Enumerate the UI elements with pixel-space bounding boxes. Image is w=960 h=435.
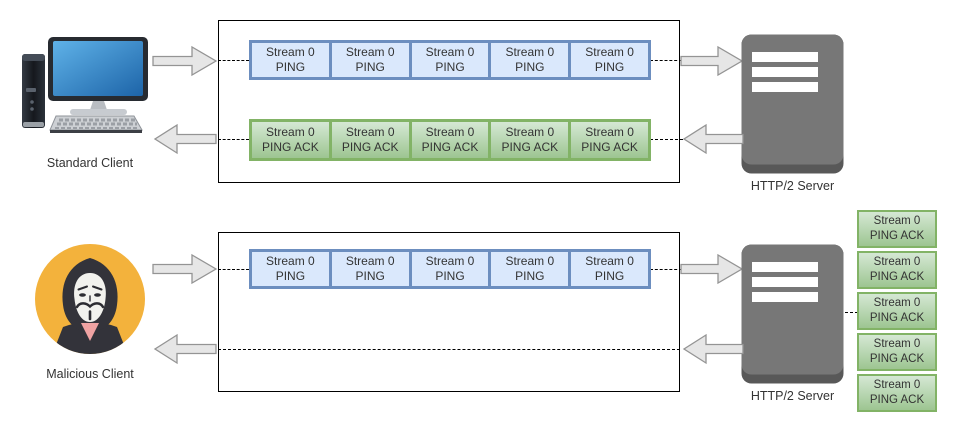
frame-line: Stream 0: [873, 379, 921, 392]
ping-frame: Stream 0 PING: [491, 252, 569, 286]
dashed-connector: [650, 269, 682, 270]
ping-ack-frame: Stream 0 PING ACK: [857, 374, 937, 412]
frame-line: PING ACK: [501, 140, 559, 154]
frame-line: Stream 0: [585, 254, 634, 269]
arrow-right-icon: [152, 44, 218, 78]
frame-line: Stream 0: [345, 45, 395, 60]
ping-ack-frame: Stream 0 PING ACK: [857, 292, 937, 330]
ping-ack-frame-row: Stream 0 PING ACK Stream 0 PING ACK Stre…: [249, 119, 651, 161]
frame-line: Stream 0: [425, 125, 475, 140]
frame-line: PING ACK: [869, 312, 925, 324]
frame-line: PING: [435, 269, 465, 283]
frame-line: PING ACK: [341, 140, 399, 154]
frame-line: PING: [275, 60, 306, 74]
ping-ack-frame: Stream 0 PING ACK: [491, 122, 569, 158]
frame-line: PING: [515, 60, 545, 74]
frame-line: Stream 0: [873, 256, 921, 269]
ping-frame: Stream 0 PING: [252, 252, 329, 286]
ping-frame: Stream 0 PING: [331, 252, 409, 286]
ping-frame: Stream 0 PING: [331, 43, 409, 77]
frame-line: Stream 0: [505, 125, 555, 140]
dashed-connector: [650, 60, 682, 61]
desktop-computer-icon: [10, 28, 155, 153]
dashed-connector: [650, 139, 683, 140]
ping-frame: Stream 0 PING: [411, 252, 489, 286]
frame-line: Stream 0: [425, 254, 475, 269]
ping-frame: Stream 0 PING: [571, 252, 648, 286]
dashed-connector: [218, 139, 249, 140]
standard-client-label: Standard Client: [46, 156, 134, 170]
frame-line: Stream 0: [345, 254, 395, 269]
arrow-left-icon: [153, 332, 217, 366]
ping-ack-frame: Stream 0 PING ACK: [857, 333, 937, 371]
frame-line: Stream 0: [873, 215, 921, 228]
server-icon: [740, 33, 845, 175]
frame-line: Stream 0: [585, 45, 634, 60]
dashed-connector: [845, 312, 858, 313]
ping-ack-frame: Stream 0 PING ACK: [411, 122, 489, 158]
frame-line: Stream 0: [505, 254, 555, 269]
frame-line: PING ACK: [421, 140, 479, 154]
dashed-connector: [218, 269, 249, 270]
ping-frame: Stream 0 PING: [491, 43, 569, 77]
frame-line: Stream 0: [266, 125, 315, 140]
queued-ping-ack-stack: Stream 0 PING ACK Stream 0 PING ACK Stre…: [857, 210, 937, 415]
frame-line: Stream 0: [873, 338, 921, 351]
ping-ack-frame: Stream 0 PING ACK: [857, 210, 937, 248]
frame-line: PING: [515, 269, 545, 283]
arrow-right-icon: [680, 44, 744, 78]
frame-line: PING ACK: [581, 140, 638, 154]
ping-ack-frame: Stream 0 PING ACK: [857, 251, 937, 289]
frame-line: PING ACK: [869, 353, 925, 365]
frame-line: PING: [355, 60, 385, 74]
frame-line: PING ACK: [869, 394, 925, 406]
frame-line: PING: [275, 269, 306, 283]
frame-line: PING ACK: [869, 271, 925, 283]
server-label: HTTP/2 Server: [750, 179, 835, 193]
ping-frame-row: Stream 0 PING Stream 0 PING Stream 0 PIN…: [249, 40, 651, 80]
frame-line: Stream 0: [873, 297, 921, 310]
ping-ack-frame: Stream 0 PING ACK: [571, 122, 648, 158]
frame-line: PING: [355, 269, 385, 283]
ping-ack-frame: Stream 0 PING ACK: [331, 122, 409, 158]
arrow-left-icon: [153, 122, 217, 156]
frame-line: PING: [594, 60, 625, 74]
server-icon: [740, 243, 845, 385]
frame-line: PING: [435, 60, 465, 74]
ping-frame: Stream 0 PING: [411, 43, 489, 77]
frame-line: PING ACK: [869, 230, 925, 242]
ping-ack-frame: Stream 0 PING ACK: [252, 122, 329, 158]
malicious-client-label: Malicious Client: [46, 367, 134, 381]
dashed-connector: [218, 60, 249, 61]
frame-line: Stream 0: [425, 45, 475, 60]
arrow-left-icon: [682, 332, 744, 366]
arrow-right-icon: [152, 252, 218, 286]
ping-frame: Stream 0 PING: [571, 43, 648, 77]
frame-line: Stream 0: [266, 254, 315, 269]
server-label: HTTP/2 Server: [750, 389, 835, 403]
frame-line: Stream 0: [585, 125, 634, 140]
frame-line: PING ACK: [262, 140, 319, 154]
arrow-left-icon: [682, 122, 744, 156]
frame-line: PING: [594, 269, 625, 283]
ping-frame-row: Stream 0 PING Stream 0 PING Stream 0 PIN…: [249, 249, 651, 289]
frame-line: Stream 0: [345, 125, 395, 140]
frame-line: Stream 0: [266, 45, 315, 60]
dashed-return-line: [218, 349, 680, 350]
anonymous-hacker-icon: [34, 243, 146, 355]
frame-line: Stream 0: [505, 45, 555, 60]
arrow-right-icon: [680, 252, 744, 286]
ping-frame: Stream 0 PING: [252, 43, 329, 77]
